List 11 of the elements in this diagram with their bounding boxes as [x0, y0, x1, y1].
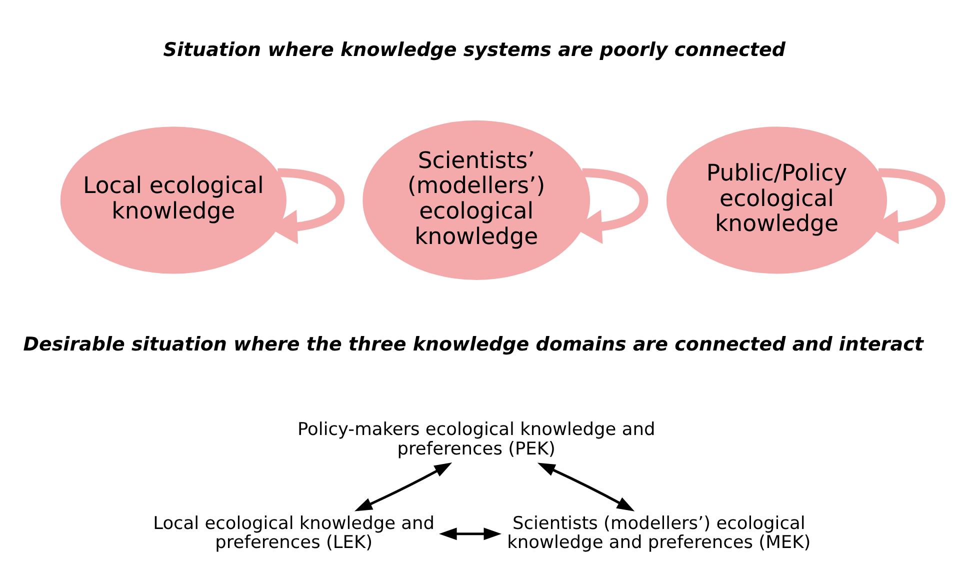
arrow [354, 462, 452, 511]
node-ellipse: Local ecological knowledge [60, 126, 286, 274]
label: Desirable situation where the three knowledge domains are connected and interact [23, 333, 924, 356]
node-text: Policy-makers ecological knowledge and preferences (PEK) [297, 420, 656, 459]
node-ellipse: Public/Policy ecological knowledge [666, 126, 888, 274]
arrow [439, 527, 502, 540]
arrow [537, 462, 635, 511]
node-text: Local ecological knowledge and preferences (LEK) [153, 514, 435, 553]
node-text: Scientists (modellers’) ecological knowledge and preferences (MEK) [507, 514, 811, 553]
node-ellipse: Scientists’ (modellers’) ecological knowledge [362, 120, 590, 280]
label: Situation where knowledge systems are poorly connected [163, 38, 786, 61]
